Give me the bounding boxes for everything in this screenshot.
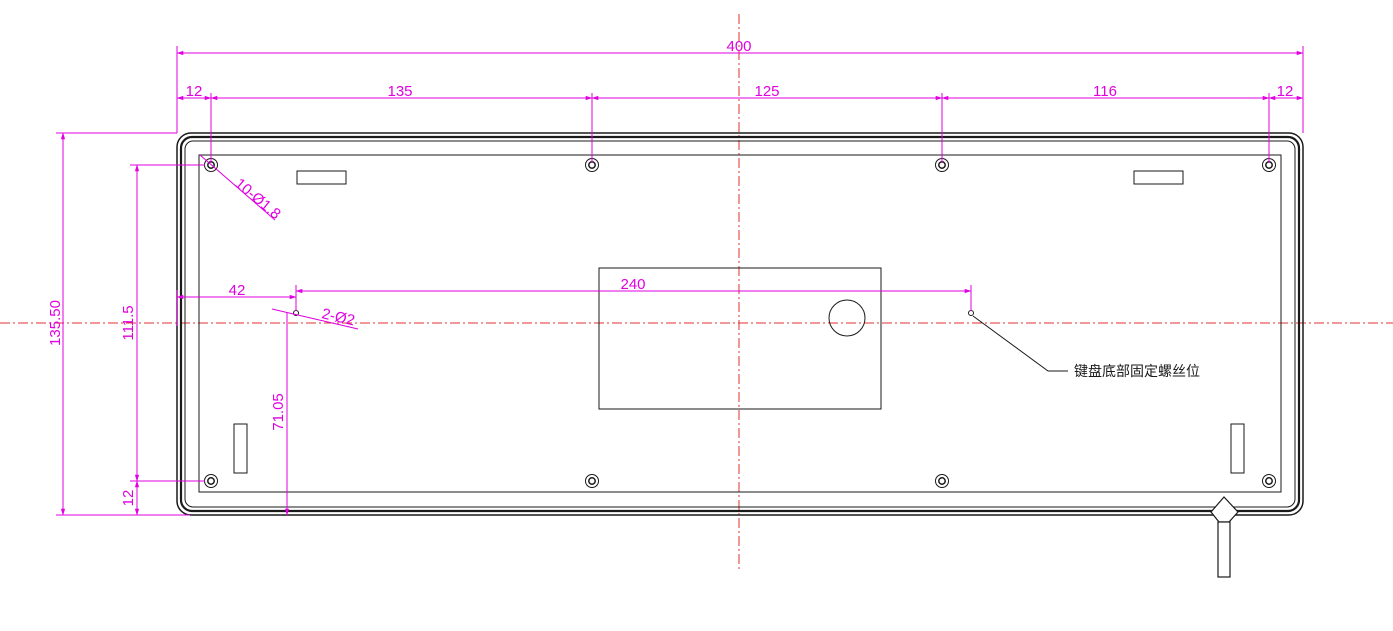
case-inner-edge	[184, 140, 1296, 508]
screw-hole	[1262, 474, 1276, 488]
top-right-slot	[1133, 170, 1184, 185]
top-left-slot	[296, 170, 347, 185]
dim-left-offset: 42	[229, 282, 246, 299]
note-leader	[972, 315, 1068, 372]
cable-exit	[1210, 496, 1239, 578]
strain-relief	[1210, 496, 1239, 523]
dim-bottom-margin: 12	[120, 490, 137, 507]
fixing-holes	[293, 310, 974, 316]
label-plate	[598, 267, 882, 410]
callout-fixing-holes: 2-Ø2	[320, 305, 356, 329]
dim-span-2: 125	[754, 83, 779, 100]
dim-overall-height: 135.50	[47, 300, 64, 346]
screw-hole	[585, 474, 599, 488]
screw-holes	[204, 158, 1276, 488]
dim-right-margin: 12	[1277, 83, 1294, 100]
dim-fixing-span: 240	[620, 276, 645, 293]
bottom-left-slot	[233, 423, 248, 474]
fixing-screw-note: 键盘底部固定螺丝位	[1074, 363, 1200, 380]
label-plate-hole	[828, 299, 866, 337]
fixing-hole-right	[968, 310, 974, 316]
dim-span-3: 116	[1093, 83, 1117, 100]
dim-overall-width: 400	[726, 38, 751, 55]
case-outline	[176, 132, 1304, 516]
screw-hole	[204, 474, 218, 488]
bottom-right-slot	[1230, 423, 1245, 474]
dim-left-margin: 12	[186, 83, 203, 100]
callout-screw-holes: 10-Ø1.8	[231, 175, 283, 223]
case-rim	[179, 135, 1301, 513]
dim-span-1: 135	[387, 83, 412, 100]
bottom-panel	[198, 154, 1282, 493]
cable	[1217, 521, 1231, 578]
dimension-lines	[56, 46, 1304, 516]
screw-hole	[935, 474, 949, 488]
cutouts	[233, 170, 1245, 474]
dim-center-offset-height: 71.05	[270, 393, 287, 431]
dim-hole-spacing-vertical: 111.5	[120, 305, 137, 340]
